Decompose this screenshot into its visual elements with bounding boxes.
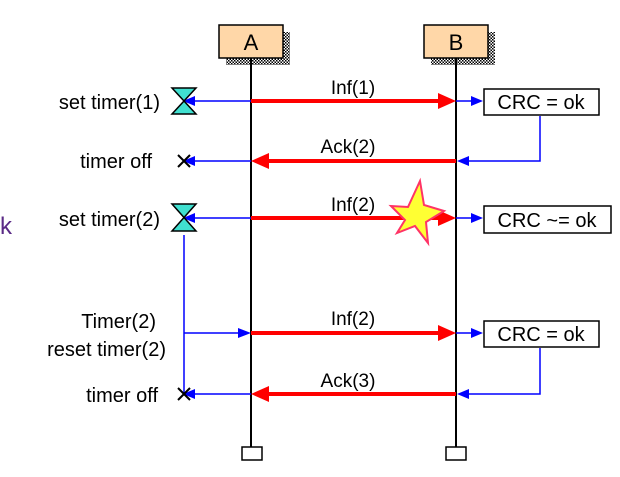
entity-a-box [218,24,284,59]
inf-2-lost-arrowhead [438,210,456,226]
error-star-icon [388,177,447,247]
reset-timer-2-label: reset timer(2) [47,339,166,361]
ack-3-label: Ack(3) [321,371,376,392]
hourglass-icon [170,87,198,115]
timer-off-2-label: timer off [86,385,158,407]
crc-3-feedback [466,348,541,395]
entity-b: B [423,24,495,65]
set-timer-1-arrowhead [183,96,195,106]
crc-3-feedback-arrowhead [457,389,469,399]
ack-2-label: Ack(2) [321,137,376,158]
set-timer-1-label: set timer(1) [59,92,160,114]
round-1 [170,87,600,169]
crc-1-feedback [466,116,541,162]
crc-3-label: CRC = ok [497,324,585,346]
timer-2-to-a-arrowhead [238,328,251,338]
timer-cancel-icon [177,387,191,401]
inf-2-retry-arrowhead [438,325,456,341]
crc-2-link-arrowhead [471,213,483,223]
inf-1-arrowhead [438,93,456,109]
crc-2-box [483,205,612,234]
inf-2-retry-label: Inf(2) [331,309,375,330]
inf-1-label: Inf(1) [331,78,375,99]
crc-1-feedback-arrowhead [457,156,469,166]
timer-cancel-icon [177,154,191,168]
crc-2-label: CRC ~= ok [498,210,598,232]
set-timer-2-arrowhead [183,213,195,223]
crc-1-link-arrowhead [471,96,483,106]
inf-2-lost-label: Inf(2) [331,195,375,216]
entity-b-box [423,24,489,59]
crc-1-box [483,88,600,116]
set-timer-2-label: set timer(2) [59,209,160,231]
hourglass-icon [170,203,198,232]
timer-off-1-arrowhead [183,156,195,166]
timer-2-label: Timer(2) [81,311,156,333]
crc-3-link-arrowhead [471,328,483,338]
entity-a: A [218,24,290,65]
round-2 [170,177,612,247]
cut-off-fragment: k [0,213,13,240]
lifeline-b-end [445,446,467,461]
lifeline-a-end [241,446,263,461]
crc-3-box [483,320,600,348]
crc-1-label: CRC = ok [497,92,585,114]
ack-2-arrowhead [251,153,269,169]
entity-b-label: B [449,30,464,55]
timer-off-1-label: timer off [80,151,152,173]
timer-off-2-arrowhead [183,389,195,399]
entity-a-label: A [244,30,259,55]
round-3 [177,320,600,402]
ack-3-arrowhead [251,386,269,402]
